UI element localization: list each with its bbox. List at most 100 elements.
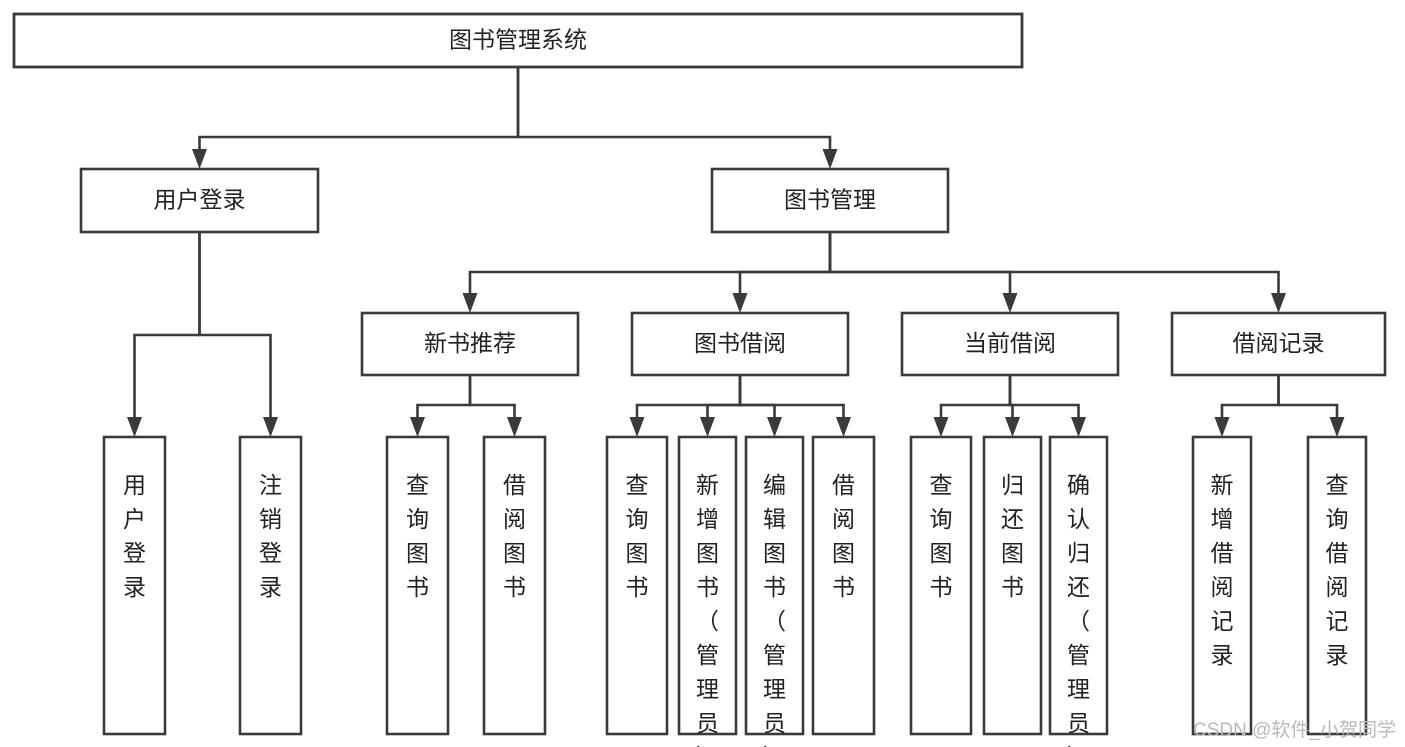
edge-br-query-record [1277,375,1345,437]
arrow-head-icon [836,417,851,437]
node-label-leaf-return-book: 归还图书 [1001,472,1024,600]
node-user-login[interactable]: 用户登录 [79,167,320,234]
node-borrow-record[interactable]: 借阅记录 [1170,311,1387,377]
node-leaf-logout[interactable]: 注销登录 [238,435,303,736]
node-leaf-return-book[interactable]: 归还图书 [982,435,1043,736]
arrow-head-icon [192,149,207,169]
node-leaf-user-login[interactable]: 用户登录 [102,435,167,736]
node-box-leaf-return-book[interactable] [982,435,1043,736]
node-label-leaf-query-record: 查询借阅记录 [1326,472,1349,668]
node-leaf-query-book-c[interactable]: 查询图书 [909,435,973,736]
node-leaf-borrow-book-b[interactable]: 借阅图书 [811,435,876,736]
node-box-leaf-borrow-book-b[interactable] [811,435,876,736]
node-label-leaf-borrow-book-a: 借阅图书 [503,472,526,600]
node-label-book-borrow: 图书借阅 [694,330,786,356]
node-label-leaf-add-book: 新增图书（管理员） [696,472,719,747]
node-box-leaf-query-book-a[interactable] [385,435,450,736]
arrow-head-icon [933,417,949,437]
connector-line [198,232,272,417]
arrow-head-icon [263,417,278,437]
connector-line [738,375,845,417]
node-new-book-rec[interactable]: 新书推荐 [360,311,580,377]
arrow-head-icon [410,417,425,437]
node-leaf-edit-book[interactable]: 编辑图书（管理员） [744,435,805,747]
node-box-book-borrow[interactable] [630,311,850,377]
node-current-borrow[interactable]: 当前借阅 [900,311,1120,377]
node-box-user-login[interactable] [79,167,320,234]
arrow-head-icon [1002,293,1018,313]
node-root[interactable]: 图书管理系统 [12,12,1024,69]
edge-root-book-manage [516,67,838,169]
node-label-leaf-user-login: 用户登录 [123,472,146,600]
arrow-head-icon [462,293,478,313]
connector-line [516,67,832,149]
node-leaf-add-book[interactable]: 新增图书（管理员） [677,435,738,747]
arrow-head-icon [700,417,715,437]
node-box-leaf-logout[interactable] [238,435,303,736]
node-leaf-query-book-b[interactable]: 查询图书 [605,435,669,736]
arrow-head-icon [767,417,782,437]
edge-nbr-borrow-a [468,375,522,437]
edge-cb-confirm [1008,375,1086,437]
node-label-book-manage: 图书管理 [784,187,876,213]
node-box-leaf-user-login[interactable] [102,435,167,736]
connector-line [706,375,742,417]
edge-bb-borrow-b [738,375,851,437]
node-box-leaf-edit-book[interactable] [744,435,805,736]
arrow-head-icon [629,417,645,437]
node-box-leaf-query-book-c[interactable] [909,435,973,736]
edge-ul-leaf-logout [198,232,278,437]
node-leaf-confirm-return[interactable]: 确认归还（管理员） [1048,435,1109,747]
node-book-manage[interactable]: 图书管理 [710,167,950,234]
node-box-new-book-rec[interactable] [360,311,580,377]
node-label-leaf-borrow-book-b: 借阅图书 [832,472,855,600]
edge-ul-leaf-user-login [127,232,201,437]
node-book-borrow[interactable]: 图书借阅 [630,311,850,377]
edge-root-user-login [192,67,520,169]
node-label-leaf-logout: 注销登录 [259,472,282,600]
connector-line [738,232,832,293]
node-label-leaf-edit-book: 编辑图书（管理员） [763,472,786,747]
connector-line [828,232,1280,293]
edge-nbr-query-a [410,375,472,437]
connector-line [416,375,472,417]
connector-line [468,232,832,293]
arrow-head-icon [507,417,522,437]
node-label-leaf-add-record: 新增借阅记录 [1211,472,1234,668]
connector-line [738,375,776,417]
connector-line [635,375,742,417]
arrow-head-icon [1005,417,1020,437]
node-box-current-borrow[interactable] [900,311,1120,377]
node-box-book-manage[interactable] [710,167,950,234]
edge-cb-query-c [933,375,1012,437]
node-box-leaf-add-record[interactable] [1191,435,1253,736]
node-label-borrow-record: 借阅记录 [1233,330,1325,356]
node-leaf-borrow-book-a[interactable]: 借阅图书 [482,435,547,736]
connector-line [828,232,1012,293]
node-box-borrow-record[interactable] [1170,311,1387,377]
node-box-leaf-query-book-b[interactable] [605,435,669,736]
arrow-head-icon [732,293,748,313]
node-label-leaf-query-book-c: 查询图书 [930,472,953,600]
connector-line [939,375,1012,417]
node-box-leaf-add-book[interactable] [677,435,738,736]
node-box-leaf-borrow-book-a[interactable] [482,435,547,736]
edge-br-add-record [1214,375,1280,437]
node-leaf-query-book-a[interactable]: 查询图书 [385,435,450,736]
connector-line [1008,375,1080,417]
connector-line [1220,375,1280,417]
node-box-leaf-query-record[interactable] [1306,435,1368,736]
edge-bm-borrow-record [828,232,1286,313]
arrow-head-icon [1329,417,1345,437]
node-leaf-query-record[interactable]: 查询借阅记录 [1306,435,1368,736]
node-leaf-add-record[interactable]: 新增借阅记录 [1191,435,1253,736]
connector-line [198,67,520,149]
node-box-leaf-confirm-return[interactable] [1048,435,1109,736]
node-box-root[interactable] [12,12,1024,69]
connector-line [468,375,516,417]
edge-layer [127,67,1345,437]
node-label-user-login: 用户登录 [154,187,246,213]
arrow-head-icon [1271,293,1286,313]
